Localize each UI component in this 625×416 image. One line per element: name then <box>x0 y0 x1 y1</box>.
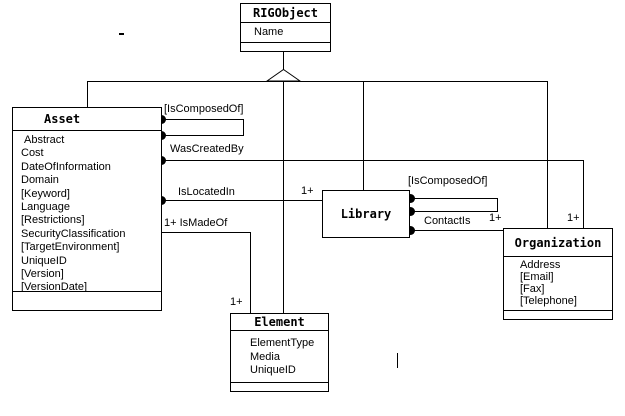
class-title: RIGObject <box>241 4 330 23</box>
many-ball-icon <box>406 226 415 235</box>
association-label-ismadeof: 1+ IsMadeOf <box>164 217 228 229</box>
generalization-stem-line <box>283 52 284 70</box>
attribute-row: [Email] <box>520 271 554 283</box>
class-title: Organization <box>504 229 612 257</box>
generalization-bar-line <box>87 81 548 82</box>
many-ball-icon <box>406 194 415 203</box>
attribute-row: UniqueID <box>250 364 296 376</box>
wascreatedby-line-v <box>583 160 584 228</box>
association-label-contactis: ContactIs <box>424 215 471 227</box>
association-label-asset-composedof: [IsComposedOf] <box>164 103 244 115</box>
association-label-library-composedof: [IsComposedOf] <box>408 175 488 187</box>
contactis-line-h <box>410 230 503 231</box>
islocatedin-line-h <box>161 200 322 201</box>
attribute-row: [Telephone] <box>520 295 577 307</box>
class-attributes: ElementType Media UniqueID <box>231 331 328 382</box>
class-attributes: Address [Email] [Fax] [Telephone] <box>504 257 612 310</box>
association-label-islocatedin: IsLocatedIn <box>178 186 235 198</box>
class-attributes: Abstract Cost DateOfInformation Domain [… <box>13 131 161 291</box>
operations-compartment <box>241 42 330 51</box>
operations-compartment <box>13 291 161 310</box>
asset-composedof-line-top <box>161 119 244 120</box>
attribute-row: Name <box>254 26 284 38</box>
library-composedof-line-bottom <box>410 211 498 212</box>
operations-compartment <box>231 382 328 391</box>
attribute-row: SecurityClassification <box>21 227 126 240</box>
attribute-row: ElementType <box>250 337 315 349</box>
attribute-row: Cost <box>21 147 44 160</box>
attribute-row: [Version] <box>21 268 64 281</box>
attribute-row: [Restrictions] <box>21 214 85 227</box>
class-title: Asset <box>13 108 161 131</box>
attribute-row: [VersionDate] <box>21 281 88 291</box>
attribute-row: DateOfInformation <box>21 160 111 173</box>
generalization-drop-organization <box>547 81 548 228</box>
attribute-row: [Keyword] <box>21 187 70 200</box>
attribute-row: Address <box>520 259 561 271</box>
attribute-row: [TargetEnvironment] <box>21 241 120 254</box>
attribute-row: [Fax] <box>520 283 545 295</box>
operations-compartment <box>504 310 612 319</box>
class-box-rigobject: RIGObject Name <box>240 3 331 52</box>
asset-composedof-line-right <box>243 119 244 136</box>
class-title: Library <box>340 207 392 221</box>
library-composedof-line-top <box>410 198 498 199</box>
ismadeof-line-v <box>250 232 251 313</box>
multiplicity-label: 1+ <box>230 296 243 308</box>
many-ball-icon <box>406 207 415 216</box>
attribute-row: UniqueID <box>21 254 67 267</box>
generalization-drop-library <box>363 81 364 190</box>
attribute-row: Domain <box>21 174 59 187</box>
class-title: Element <box>231 314 328 331</box>
multiplicity-label: 1+ <box>567 212 580 224</box>
class-box-element: Element ElementType Media UniqueID <box>230 313 329 392</box>
multiplicity-label: 1+ <box>301 185 314 197</box>
class-box-organization: Organization Address [Email] [Fax] [Tele… <box>503 228 613 320</box>
asset-composedof-line-bottom <box>161 135 244 136</box>
association-label-wascreatedby: WasCreatedBy <box>170 143 244 155</box>
generalization-drop-asset <box>87 81 88 107</box>
generalization-drop-element <box>283 81 284 313</box>
text-cursor-artifact <box>397 353 398 368</box>
class-box-library: Library <box>322 190 410 238</box>
attribute-row: Language <box>21 201 70 214</box>
class-attributes: Name <box>241 23 330 42</box>
attribute-row: Media <box>250 350 280 363</box>
library-composedof-line-right <box>497 198 498 212</box>
attribute-row: Abstract <box>24 134 65 146</box>
stray-dash-mark <box>119 33 124 35</box>
multiplicity-label: 1+ <box>489 212 502 224</box>
wascreatedby-line-h <box>161 160 584 161</box>
class-box-asset: Asset Abstract Cost DateOfInformation Do… <box>12 107 162 311</box>
ismadeof-line-h <box>161 232 251 233</box>
